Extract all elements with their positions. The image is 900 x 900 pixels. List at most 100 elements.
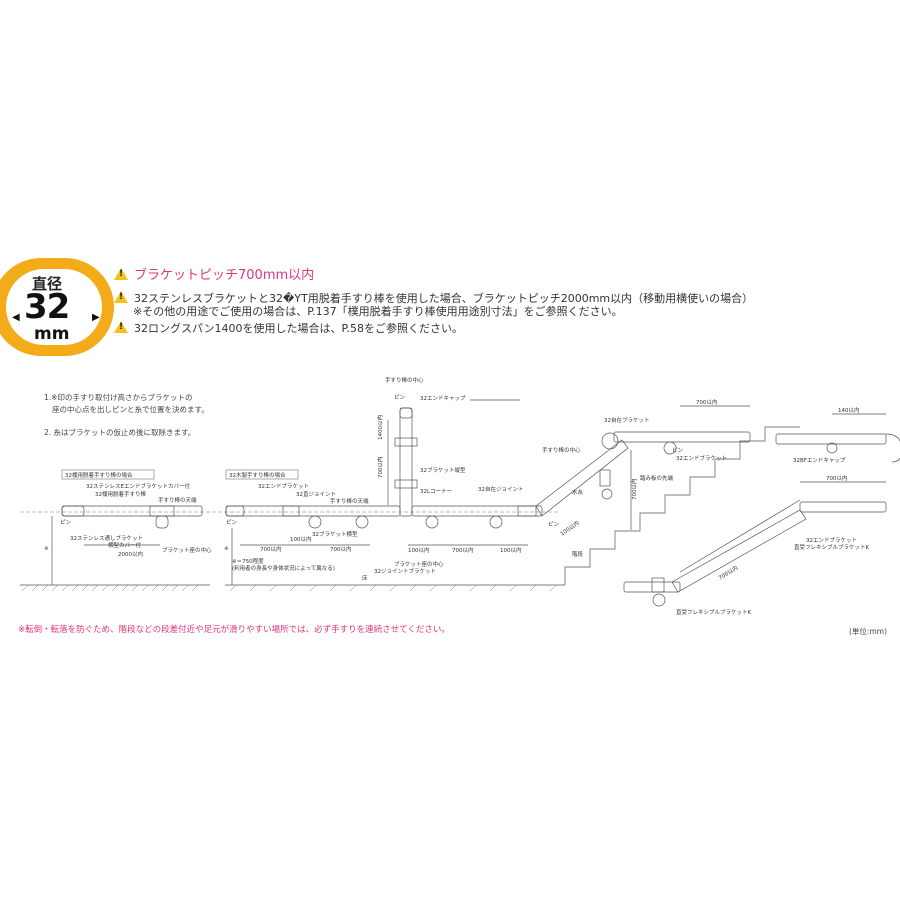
badge-number: 32	[24, 287, 70, 327]
end-bracket-2	[225, 505, 245, 517]
flex-bracket-label-lower: 直受フレキシブルブラケットK	[676, 608, 752, 616]
bracket-3	[489, 515, 503, 529]
straight-joint	[282, 505, 300, 517]
stairs-label: 階段	[572, 550, 584, 558]
arrow-right-icon: ▶	[92, 312, 100, 323]
dim-700-label-a: 700以内	[260, 545, 282, 553]
dim-700-label-b: 700以内	[330, 545, 352, 553]
upper-rail	[613, 431, 751, 443]
flex-rail-top	[799, 501, 887, 513]
through-bracket	[149, 505, 175, 517]
case2-frame	[225, 469, 299, 480]
flex-rail-incline	[671, 509, 807, 593]
free-joint-label: 32自在ジョイント	[478, 485, 524, 493]
case1-label: 32樸用脱着手すり棒の場合	[65, 471, 133, 479]
tread-edge-label: 踏み板の先端	[640, 474, 674, 482]
case1-frame	[61, 469, 155, 480]
vertical-bracket-b	[394, 479, 418, 489]
bf-end-cap	[885, 433, 900, 463]
bracket-vertical2-label: 32ブラケット縦型	[420, 466, 466, 474]
height-750-label: ※＝750程度	[232, 557, 264, 565]
badge-unit: mm	[34, 324, 70, 344]
joint-bracket-label: 32ジョイントブラケット	[374, 567, 436, 575]
pin-label-2: ピン	[226, 519, 238, 526]
dim-1400-label: 1400以内	[376, 415, 384, 440]
warning-other-use: ※その他の用途でご使用の場合は、P.137「樸用脱着手すり棒使用用途別寸法」をご…	[133, 305, 623, 318]
pin-label-5: ピン	[548, 521, 560, 528]
end-cap	[399, 407, 413, 419]
asterisk-label-2: ※	[224, 546, 229, 552]
flex-bracket-base	[651, 577, 665, 593]
end-bracket3-label: 32エンドブラケット	[806, 536, 857, 544]
bracket-center-label-2: ブラケット座の中心	[394, 560, 444, 568]
dim-700-label-e: 700以内	[630, 479, 638, 501]
flex-bracket	[652, 593, 666, 607]
dim-700-flex	[679, 499, 801, 573]
free-bracket	[601, 432, 619, 450]
bar-top-label-2: 手すり棒の天端	[330, 497, 369, 505]
rail-after-corner	[411, 505, 543, 517]
note-1: 1.※印の手すり取付け高さからブラケットの	[44, 393, 193, 402]
vertical-cover-label: 横型カバー付	[108, 541, 142, 549]
stairs-outline	[564, 426, 800, 585]
bar-center-label: 手すり棒の中心	[542, 446, 581, 454]
end-cap-label: 32エンドキャップ	[420, 395, 466, 402]
dim-100-label-c: 100以内	[500, 546, 522, 554]
dim-140-label: 140以内	[838, 406, 860, 414]
note-2: 2. 糸はブラケットの仮止め後に取除きます。	[44, 428, 196, 437]
pin-label-1: ピン	[60, 519, 72, 526]
bar-center-top-label: 手すり棒の中心	[385, 376, 424, 384]
dim-700-vert-label: 700以内	[376, 457, 384, 479]
bracket-1	[308, 515, 322, 529]
arrow-left-icon: ◀	[12, 312, 20, 323]
pin-label-4: ピン	[672, 447, 684, 454]
diameter-badge-inner	[6, 269, 102, 345]
warning-long-span: 32ロングスパン1400を使用した場合は、P.58をご参照ください。	[114, 320, 463, 336]
badge-label-top: 直径	[32, 275, 63, 293]
dim-700-label-c: 700以内	[452, 546, 474, 554]
free-joint-1	[517, 505, 537, 517]
warning-stainless: 32ステンレスブラケットと32�YT用脱着手すり棒を使用した場合、ブラケットピッ…	[114, 290, 753, 306]
warning-icon	[114, 291, 128, 303]
bracket-vertical-label: 32ブラケット横型	[312, 530, 358, 538]
bf-end-cap-label: 32BFエンドキャップ	[793, 457, 846, 464]
through-bracket-label: 32ステンレス通しブラケット	[70, 534, 143, 542]
dim-700-label-f: 700以内	[826, 474, 848, 482]
l-corner-label: 32Lコーナー	[420, 488, 452, 495]
water-thread-label: 水糸	[572, 488, 584, 496]
user-note-label: (利用者の身長や身体状況によって異なる)	[232, 564, 335, 572]
unit-note: (単位:mm)	[849, 627, 887, 636]
bracket-incline-base	[601, 488, 613, 500]
dim-2000-label: 2000以内	[118, 550, 143, 558]
bracket-2	[425, 515, 439, 529]
flex-bracket-label-upper: 直受フレキシブルブラケットK	[794, 543, 870, 551]
pin-label-3: ピン	[394, 394, 406, 401]
joint-bracket	[355, 515, 369, 529]
caution-text: ※転倒・転落を防ぐため、階段などの段差付近や足元が滑りやすい場所では、必ず手すり…	[18, 625, 450, 635]
vertical-bracket-a	[394, 437, 418, 447]
bracket-base	[155, 515, 169, 529]
dim-100-label-d: 100以内	[559, 519, 581, 538]
dim-100-label-a: 100以内	[290, 535, 312, 543]
note-1-cont: 座の中心点を出しピンと糸で位置を決めます。	[52, 405, 209, 414]
bracket-center-label-1: ブラケット座の中心	[162, 546, 212, 554]
inclined-rail	[535, 439, 629, 517]
asterisk-label-1: ※	[44, 546, 49, 552]
warning-icon	[114, 321, 128, 333]
vertical-rail	[399, 407, 413, 517]
end-cover-label: 32ステンレスEエンドブラケットカバー付	[86, 482, 190, 490]
end-bracket-cover	[61, 505, 85, 517]
dim-700-label-d: 700以内	[696, 398, 718, 406]
rail-wood	[225, 505, 401, 517]
bracket-incline	[599, 469, 611, 487]
end-bracket-upper	[663, 441, 677, 455]
end-bracket-label: 32エンドブラケット	[258, 482, 309, 490]
dim-100-label-b: 100以内	[408, 546, 430, 554]
warning-icon	[114, 268, 128, 280]
floor-hatching	[21, 584, 557, 592]
end-bracket2-label: 32エンドブラケット	[676, 454, 727, 462]
warning-bracket-pitch: ブラケットピッチ700mm以内	[114, 264, 314, 283]
free-bracket-label: 32自在ブラケット	[604, 416, 650, 424]
case2-label: 32木製手すり棒の場合	[229, 471, 286, 479]
